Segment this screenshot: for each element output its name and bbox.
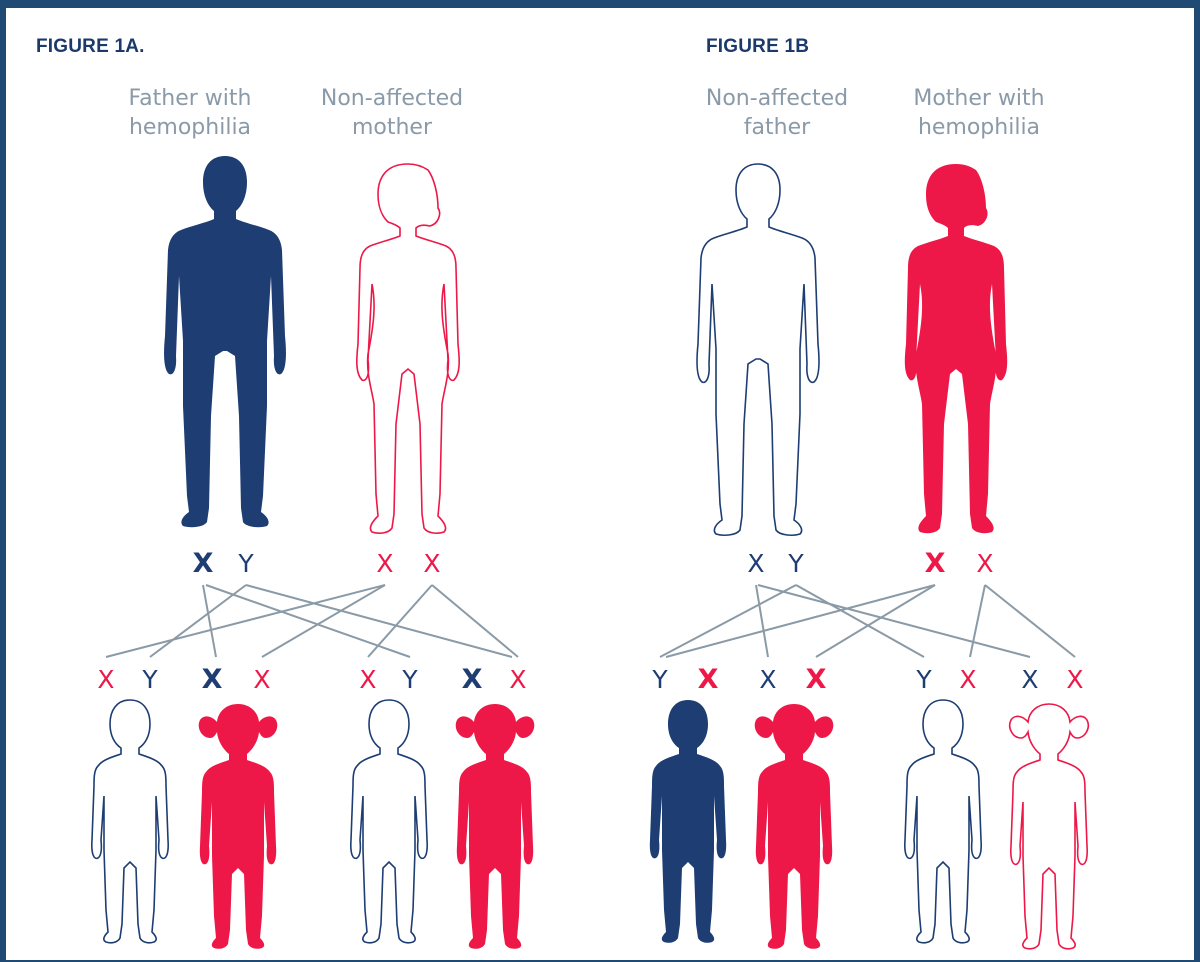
figure-1a-child-1-chromosome-2: Y (141, 665, 158, 694)
figure-1a-son-2-outline-icon (350, 699, 428, 944)
figure-1a-father-filled-icon (164, 156, 286, 528)
figure-1b-son-1-filled-icon (649, 700, 727, 943)
figure-1b-mother-chromosome-1: X (925, 548, 946, 579)
figure-1a-child-4-chromosome-1: X (462, 664, 483, 695)
figure-1b-child-3-chromosome-1: Y (915, 665, 932, 694)
figure-1a-mother-label: Non-affected mother (320, 86, 464, 140)
figure-1a-title: FIGURE 1A. (36, 36, 145, 57)
figure-1a-child-1-chromosome-1: X (97, 665, 114, 694)
figure-1a-father-chromosome-1: X (193, 548, 214, 579)
figure-1b-father-outline-icon (696, 163, 820, 536)
figure-1a-mother-chromosome-1: X (376, 549, 393, 578)
figure-1b-child-2-chromosome-1: X (759, 665, 776, 694)
figure-1b-mother-chromosome-2: X (976, 549, 993, 578)
figure-1a-daughter-1-filled-icon (198, 704, 278, 949)
figure-1b-child-1-chromosome-1: Y (651, 665, 668, 694)
figure-1b-child-2-chromosome-2: X (806, 664, 827, 695)
figure-1a-inheritance-lines (105, 584, 519, 658)
figure-1a-child-3-chromosome-2: Y (401, 665, 418, 694)
figure-1a-father-chromosome-2: Y (237, 549, 254, 578)
figure-1b-daughter-2-outline-icon (1008, 703, 1090, 950)
figure-1a-child-2-chromosome-2: X (253, 665, 270, 694)
figure-1b-father-chromosome-1: X (747, 549, 764, 578)
figure-1b-father-chromosome-2: Y (787, 549, 804, 578)
figure-1b-inheritance-lines (659, 584, 1076, 658)
figure-1a-child-2-chromosome-1: X (202, 664, 223, 695)
figure-1b-child-4-chromosome-2: X (1066, 665, 1083, 694)
figure-1b-title: FIGURE 1B (706, 36, 810, 57)
figure-1a-mother-outline-icon (356, 163, 460, 534)
figure-1b-daughter-1-filled-icon (754, 704, 834, 949)
figure-1b-child-1-chromosome-2: X (698, 664, 719, 695)
figure-1a-child-3-chromosome-1: X (359, 665, 376, 694)
figure-1a-child-4-chromosome-2: X (509, 665, 526, 694)
figure-1b-child-3-chromosome-2: X (959, 665, 976, 694)
figure-1b-mother-label: Mother with hemophilia (913, 86, 1045, 140)
figure-1a-mother-chromosome-2: X (423, 549, 440, 578)
figure-1a-daughter-2-filled-icon (455, 704, 535, 949)
figure-1a-son-1-outline-icon (91, 699, 169, 944)
figure-1b-mother-filled-icon (904, 164, 1008, 534)
figure-1b-son-2-outline-icon (904, 699, 982, 944)
figure-1a-father-label: Father with hemophilia (128, 86, 252, 140)
figure-1b-father-label: Non-affected father (705, 86, 849, 140)
figure-1b-child-4-chromosome-1: X (1021, 665, 1038, 694)
